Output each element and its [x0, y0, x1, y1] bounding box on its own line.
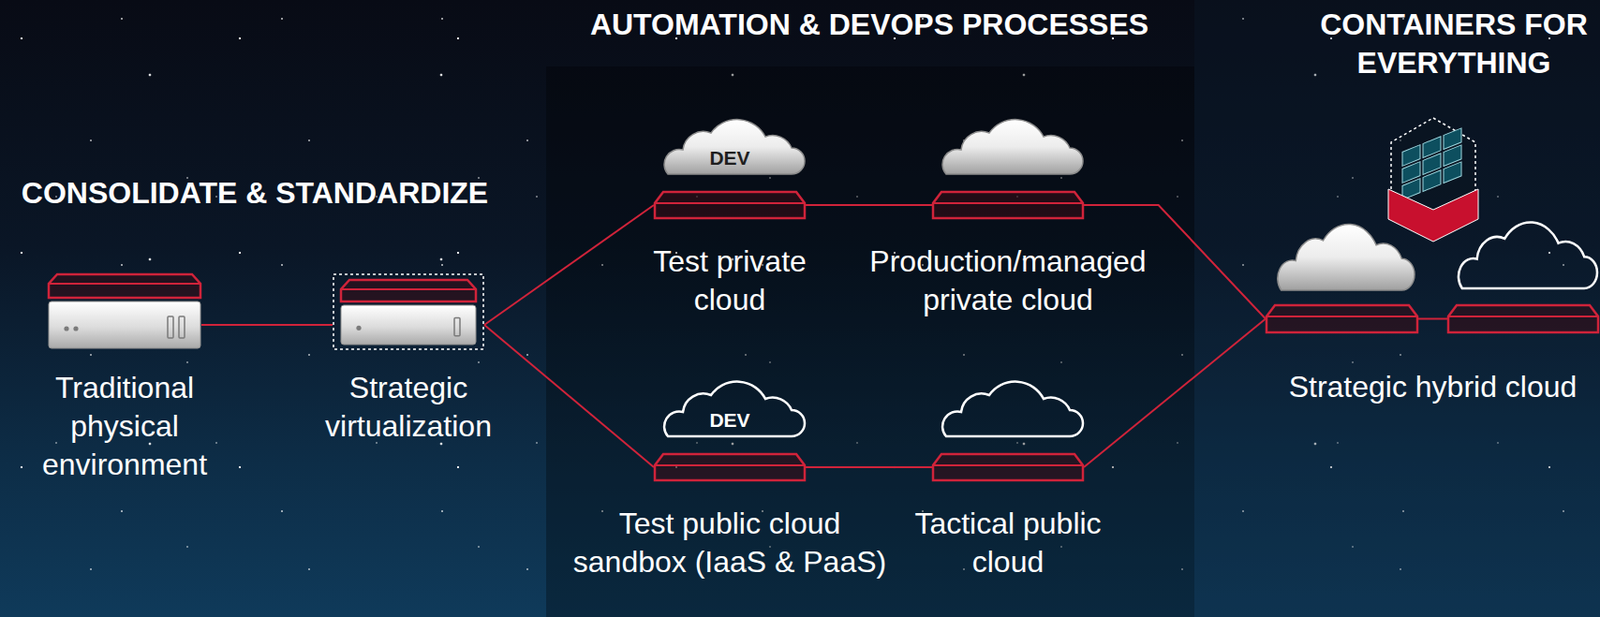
devops-panel [546, 66, 1195, 617]
node-label: Tactical public cloud [914, 504, 1102, 582]
node-label: Test private cloud [631, 242, 829, 320]
section-heading: AUTOMATION & DEVOPS PROCESSES [541, 5, 1198, 45]
connector-anchor [1265, 304, 1419, 334]
node-label: Traditional physical environment [30, 369, 219, 485]
test-private-cloud-node: DEV Test private cloud [631, 119, 829, 320]
virtualization-node: Strategic virtualization [296, 273, 521, 446]
connector-anchor [653, 453, 806, 482]
node-label: Strategic virtualization [296, 369, 521, 446]
connector-anchor [47, 301, 202, 349]
hybrid-cloud-icon-art [1265, 222, 1600, 334]
virtual-server-icon-art [332, 273, 485, 351]
connector-anchor [332, 305, 485, 345]
private-cloud-icon-art [932, 119, 1084, 223]
private-cloud-icon [932, 119, 1084, 223]
node-label: Production/managed private cloud [848, 242, 1168, 320]
containers-panel [1194, 0, 1600, 617]
private-cloud-icon: DEV [653, 119, 806, 223]
connector-line [1083, 319, 1266, 469]
connector-line [484, 325, 654, 468]
public-cloud-icon [932, 382, 1084, 486]
hybrid-cloud-node: Strategic hybrid cloud [1265, 222, 1600, 407]
node-label: Test public cloud sandbox (IaaS & PaaS) [565, 504, 894, 582]
connector-line [201, 324, 333, 326]
section-heading: CONTAINERS FOR EVERYTHING [1303, 5, 1600, 83]
connector-anchor [932, 191, 1084, 220]
cloud-tag: DEV [653, 147, 806, 170]
section-heading: CONSOLIDATE & STANDARDIZE [0, 174, 518, 213]
server-icon-art [47, 273, 202, 349]
public-cloud-node: Tactical public cloud [914, 382, 1102, 582]
container-icon [1388, 118, 1479, 242]
private-cloud-node: Production/managed private cloud [848, 119, 1168, 320]
cloud-tag: DEV [653, 409, 806, 432]
hybrid-cloud-icon [1265, 222, 1600, 334]
connector-line [484, 205, 654, 326]
public-cloud-icon: DEV [653, 382, 806, 486]
server-icon [47, 273, 202, 349]
connector-line [805, 204, 933, 207]
connector-anchor [932, 453, 1084, 482]
virtual-server-icon [332, 273, 485, 351]
connector-anchor [653, 191, 806, 220]
physical-server-node: Traditional physical environment [30, 273, 219, 485]
public-sandbox-node: DEV Test public cloud sandbox (IaaS & Paa… [565, 382, 894, 582]
connector-line [805, 466, 933, 469]
public-cloud-icon-art [653, 382, 806, 486]
public-cloud-icon-art [932, 382, 1084, 486]
private-cloud-icon-art [653, 119, 806, 223]
node-label: Strategic hybrid cloud [1265, 368, 1600, 407]
